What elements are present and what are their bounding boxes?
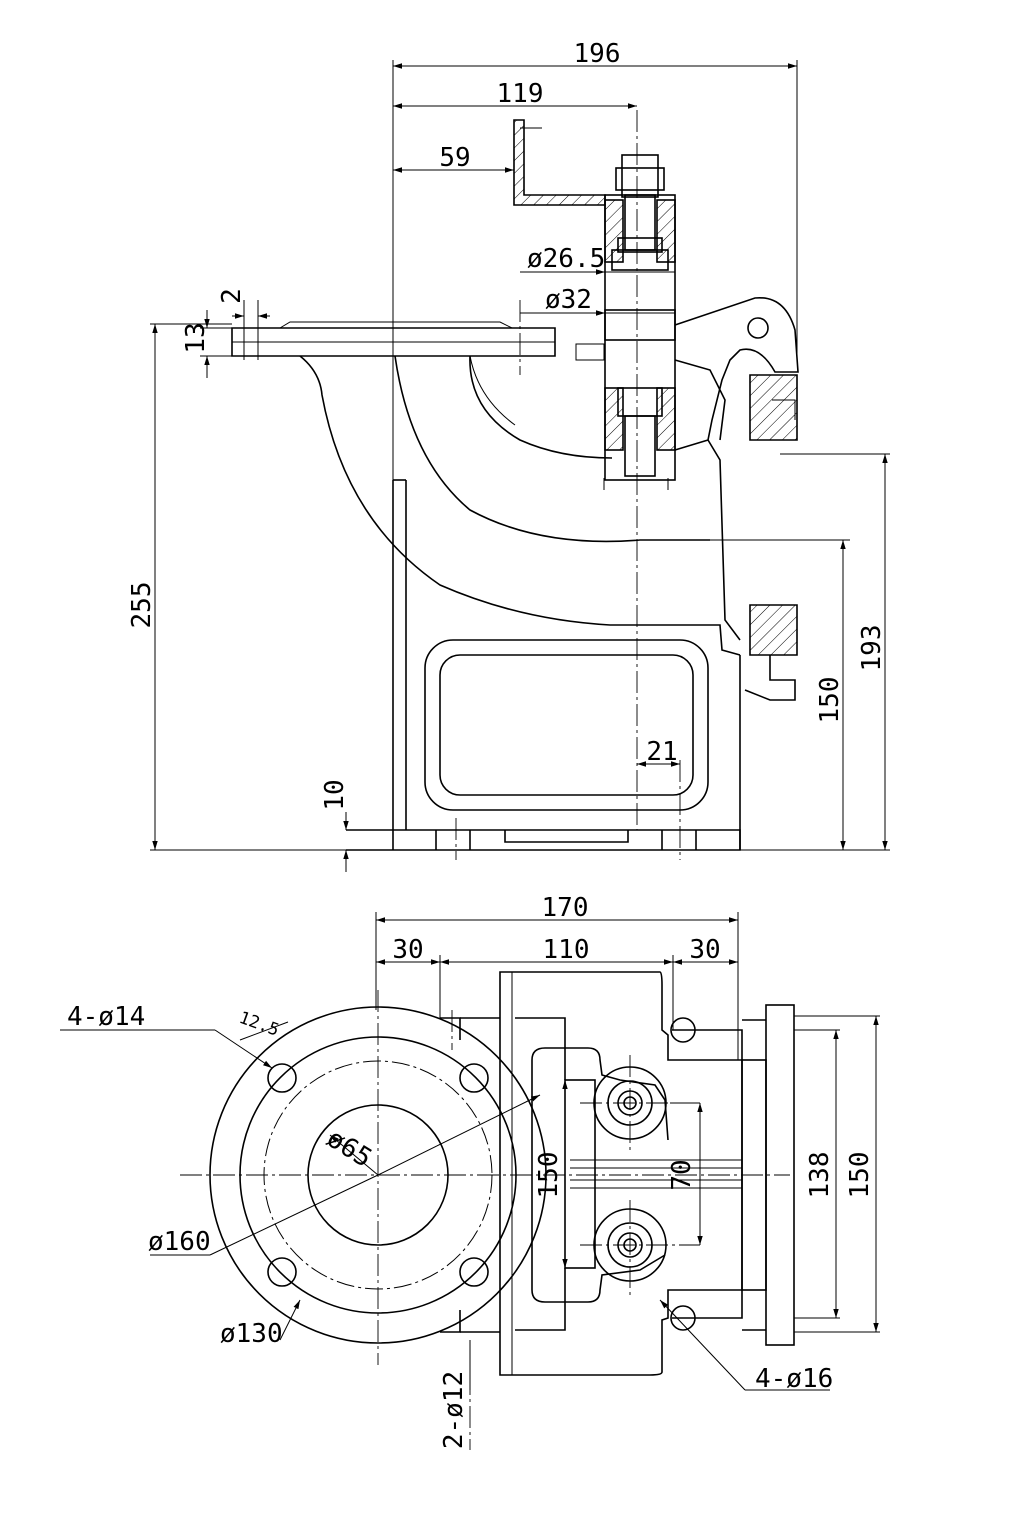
dim-193: 193	[857, 625, 887, 672]
dim-dia-160: ø160	[148, 1227, 211, 1257]
dim-2-dia-12: 2-ø12	[439, 1371, 469, 1449]
roller-assembly	[575, 154, 676, 490]
base-plate	[346, 829, 741, 851]
plan-center-lines	[180, 990, 790, 1450]
dim-30-right: 30	[689, 935, 720, 965]
dim-4-dia-14: 4-ø14	[67, 1002, 145, 1032]
lever-clamp	[674, 297, 799, 701]
dim-dia-26-5: ø26.5	[527, 244, 605, 274]
plan-view: 170 30 110 30 4-ø14 12.5 ø65 ø160 ø130 1…	[60, 893, 880, 1450]
dim-138: 138	[805, 1152, 835, 1199]
dim-dia-32: ø32	[545, 285, 592, 315]
front-view: 196 119 59 ø26.5 ø32 2 13 255 10 21 150 …	[127, 39, 890, 872]
side-wall	[392, 479, 741, 850]
plan-dimensions	[60, 912, 880, 1391]
dim-196: 196	[574, 39, 621, 69]
dim-255: 255	[127, 582, 157, 629]
center-lines	[455, 110, 681, 860]
dim-30-left: 30	[392, 935, 423, 965]
dim-12-5: 12.5	[236, 1008, 281, 1041]
dim-2: 2	[217, 288, 247, 304]
dim-150-base: 150	[845, 1152, 875, 1199]
dim-21: 21	[646, 737, 677, 767]
dim-119: 119	[497, 79, 544, 109]
dim-10: 10	[320, 779, 350, 810]
dim-13: 13	[181, 322, 211, 353]
upper-bracket	[513, 119, 606, 206]
window-opening	[424, 639, 709, 811]
dim-110: 110	[543, 935, 590, 965]
dim-150-frame: 150	[534, 1152, 564, 1199]
dim-dia-130: ø130	[220, 1319, 283, 1349]
dim-59: 59	[439, 143, 470, 173]
dim-4-dia-16: 4-ø16	[755, 1364, 833, 1394]
dim-150-front: 150	[815, 677, 845, 724]
dim-170: 170	[542, 893, 589, 923]
dim-70: 70	[667, 1159, 697, 1190]
front-dimensions	[150, 60, 890, 872]
dim-dia-65: ø65	[321, 1123, 377, 1173]
elbow-body	[299, 355, 741, 656]
